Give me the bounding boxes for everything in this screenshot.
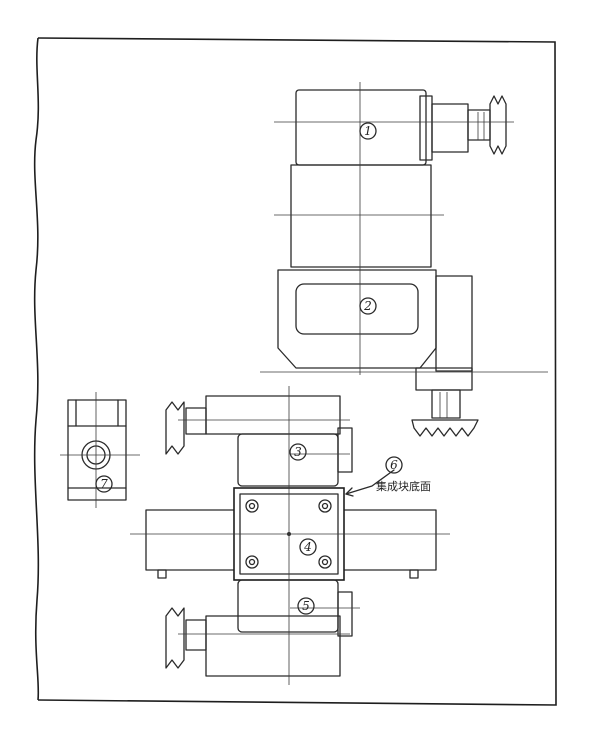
lower-valve-assembly xyxy=(130,386,450,685)
part-label-7: 7 xyxy=(95,475,113,493)
sheet-border xyxy=(33,37,557,706)
svg-text:7: 7 xyxy=(100,477,108,491)
part-label-1: 1 xyxy=(359,122,377,140)
part-label-3: 3 xyxy=(289,443,307,461)
handwheel-top xyxy=(489,95,507,155)
svg-text:4: 4 xyxy=(303,540,312,554)
manifold-bottom-note: 集成块底面 xyxy=(376,479,431,493)
svg-text:5: 5 xyxy=(302,599,310,613)
part2-window xyxy=(295,283,419,335)
part5-body xyxy=(237,579,339,633)
part-label-5: 5 xyxy=(297,597,315,615)
svg-text:2: 2 xyxy=(363,299,372,313)
handwheel-part5 xyxy=(165,607,185,669)
leader-line-part6 xyxy=(345,469,395,495)
svg-text:6: 6 xyxy=(390,458,398,472)
upper-valve-assembly xyxy=(260,82,548,437)
svg-text:1: 1 xyxy=(364,124,372,138)
part-label-4: 4 xyxy=(299,538,317,556)
bolt-holes xyxy=(245,499,332,569)
part-label-6: 6 xyxy=(385,456,403,474)
part5-lower-body xyxy=(205,615,341,677)
part3-body xyxy=(237,433,339,487)
svg-text:3: 3 xyxy=(294,445,302,459)
part7-body xyxy=(67,399,127,501)
part3-upper-body xyxy=(205,395,341,435)
handwheel-lower-right xyxy=(411,419,479,437)
side-view-block xyxy=(60,392,140,508)
part-label-2: 2 xyxy=(359,297,377,315)
handwheel-part3 xyxy=(165,401,185,455)
upper-middle-body xyxy=(290,164,432,268)
